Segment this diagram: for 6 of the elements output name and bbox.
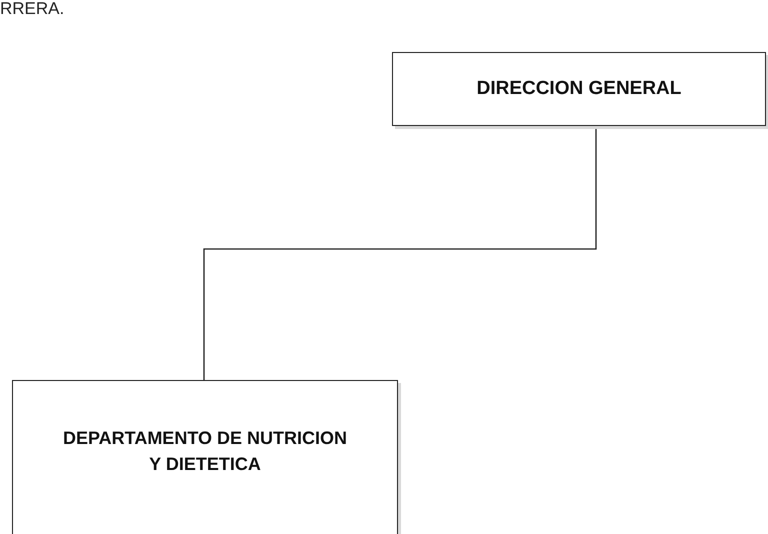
cut-off-text: RRERA. <box>0 0 64 19</box>
box-title: DEPARTAMENTO DE NUTRICION Y DIETETICA <box>62 427 348 476</box>
org-box <box>392 52 766 126</box>
org-box <box>12 380 398 534</box>
connector-line <box>203 126 597 380</box>
box-title: DIRECCION GENERAL <box>476 77 682 102</box>
